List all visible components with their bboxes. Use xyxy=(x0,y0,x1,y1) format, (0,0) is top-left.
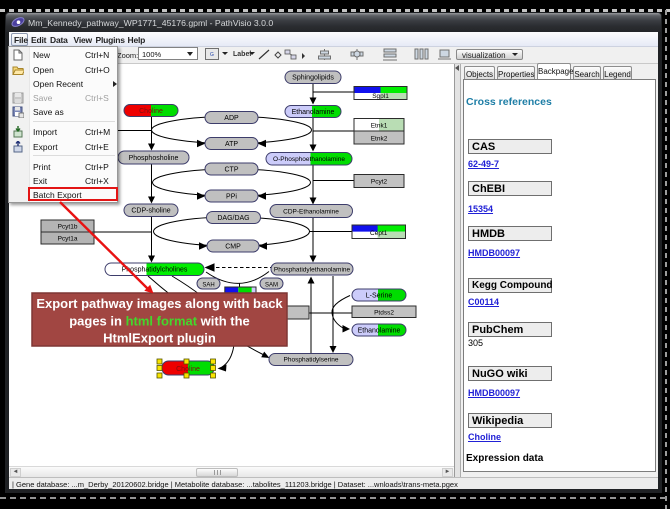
svg-text:Pcyt1b: Pcyt1b xyxy=(58,224,78,231)
svg-text:Phosphatidylserine: Phosphatidylserine xyxy=(284,357,339,364)
svg-text:Sphingolipids: Sphingolipids xyxy=(292,75,334,82)
svg-text:Choline: Choline xyxy=(139,108,163,115)
svg-text:O-Phosphoethanolamine: O-Phosphoethanolamine xyxy=(273,156,345,163)
svg-text:Sgpl1: Sgpl1 xyxy=(372,93,389,100)
svg-text:CDP-Ethanolamine: CDP-Ethanolamine xyxy=(283,209,339,216)
svg-text:Pcyt1a: Pcyt1a xyxy=(58,236,78,243)
svg-text:HtmlExport plugin: HtmlExport plugin xyxy=(103,331,216,346)
svg-text:ADP: ADP xyxy=(224,115,239,122)
svg-text:Choline: Choline xyxy=(176,366,200,373)
svg-text:DAG/DAG: DAG/DAG xyxy=(217,215,249,222)
svg-text:Pcyt2: Pcyt2 xyxy=(371,179,388,186)
svg-text:pages in html format with the: pages in html format with the xyxy=(69,314,250,329)
svg-text:SAH: SAH xyxy=(202,283,214,289)
svg-text:Ethanolamine: Ethanolamine xyxy=(358,328,401,335)
svg-text:Ptdss2: Ptdss2 xyxy=(374,310,394,317)
svg-text:Export pathway images along wi: Export pathway images along with back xyxy=(36,296,283,311)
svg-text:CTP: CTP xyxy=(225,167,239,174)
svg-text:Cept1: Cept1 xyxy=(370,230,388,237)
svg-text:SAM: SAM xyxy=(265,283,278,289)
svg-text:Phosphatidylcholines: Phosphatidylcholines xyxy=(122,267,188,274)
svg-text:Ethanolamine: Ethanolamine xyxy=(292,109,335,116)
svg-text:CDP-sholine: CDP-sholine xyxy=(131,208,170,215)
svg-text:PPi: PPi xyxy=(226,194,237,201)
svg-text:CMP: CMP xyxy=(225,244,241,251)
svg-text:ATP: ATP xyxy=(225,141,238,148)
svg-text:Phosphosholine: Phosphosholine xyxy=(129,155,179,162)
svg-text:Etnk2: Etnk2 xyxy=(371,136,388,143)
svg-text:Etnk1: Etnk1 xyxy=(371,123,388,130)
svg-text:Phosphatidylethanolamine: Phosphatidylethanolamine xyxy=(274,267,351,274)
svg-text:L-Serine: L-Serine xyxy=(366,293,393,300)
